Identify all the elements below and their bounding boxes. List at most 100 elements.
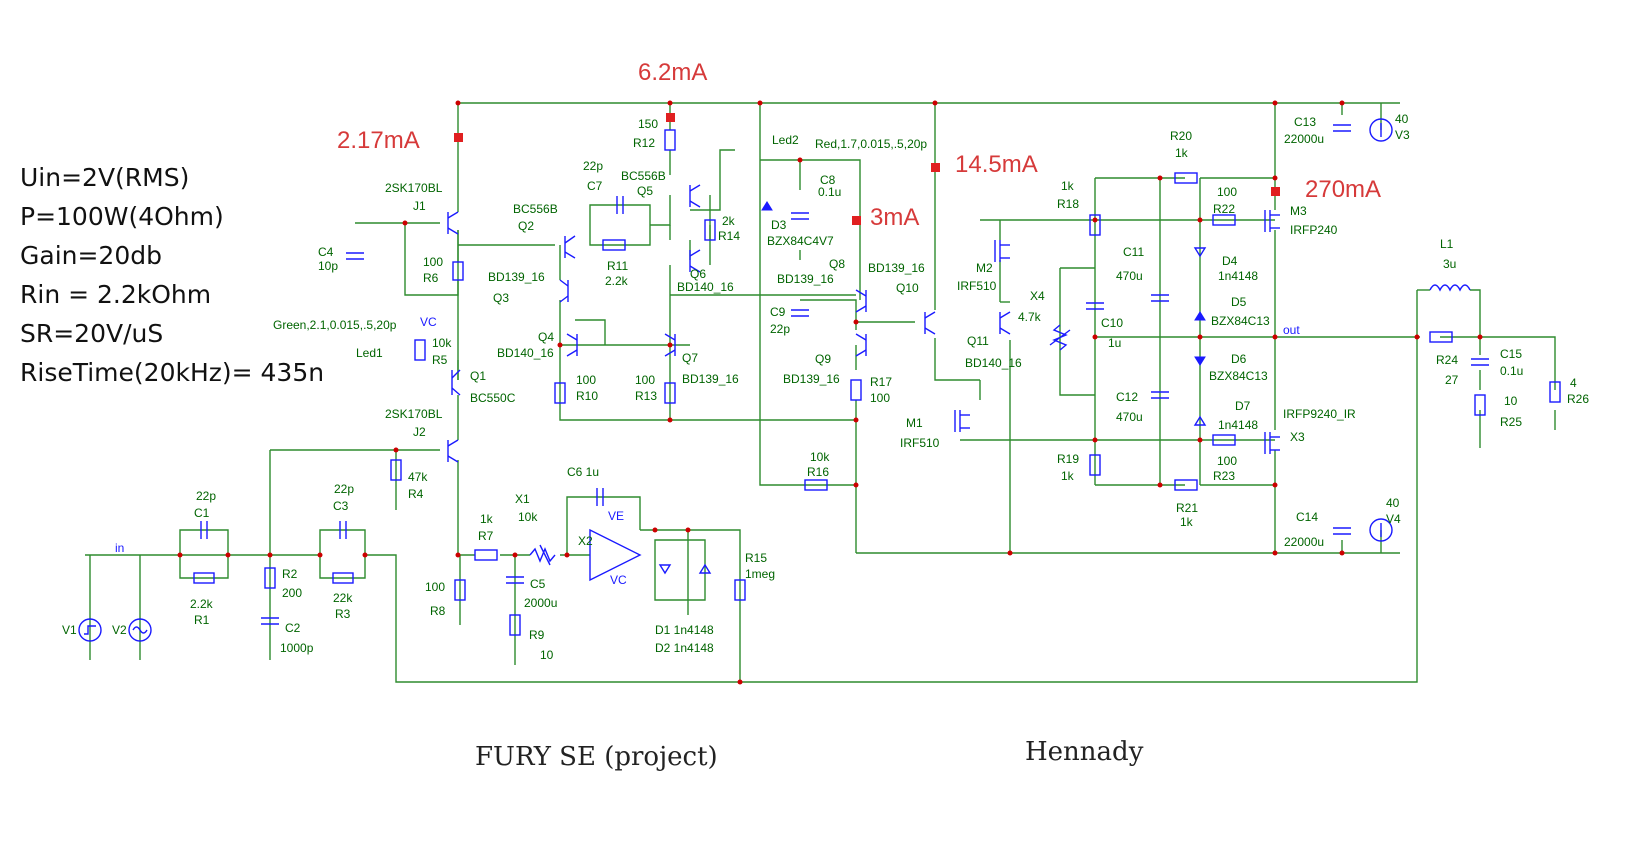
zener-d3 xyxy=(761,201,773,211)
resistor-r9 xyxy=(509,614,521,636)
resistor-r7 xyxy=(474,549,498,561)
label-d3-type: BZX84C4V7 xyxy=(767,234,834,248)
resistor-r26 xyxy=(1549,381,1561,403)
spec-line: Gain=20db xyxy=(20,241,162,270)
capacitor-c8 xyxy=(791,212,809,220)
label-d7: D7 xyxy=(1235,399,1251,413)
label-m1-type: IRF510 xyxy=(900,436,940,450)
resistor-r21 xyxy=(1174,479,1198,491)
source-v3 xyxy=(1369,118,1393,142)
resistor-r18 xyxy=(1089,214,1101,236)
spec-line: RiseTime(20kHz)= 435n xyxy=(20,358,324,387)
label-q7-type: BD139_16 xyxy=(682,372,739,386)
label-r16: R16 xyxy=(807,465,829,479)
resistor-r5 xyxy=(414,339,426,361)
transistor-q9 xyxy=(855,333,867,357)
resistor-r10 xyxy=(554,382,566,404)
label-r24: R24 xyxy=(1436,353,1458,367)
label-m3-type: IRFP240 xyxy=(1290,223,1338,237)
label-r4-value: 47k xyxy=(408,470,428,484)
resistor-r14 xyxy=(704,219,716,241)
label-r2-value: 200 xyxy=(282,586,302,600)
label-c1-value: 22p xyxy=(196,489,216,503)
net-labels: VC VE VC in out xyxy=(115,315,1300,587)
label-r23-value: 100 xyxy=(1217,454,1237,468)
label-d5: D5 xyxy=(1231,295,1247,309)
spec-line: SR=20V/uS xyxy=(20,319,163,348)
opamp-x2 xyxy=(589,528,642,582)
spec-line: Uin=2V(RMS) xyxy=(20,163,189,192)
label-m1: M1 xyxy=(906,416,923,430)
label-r22-value: 100 xyxy=(1217,185,1237,199)
current-labels: 2.17mA 6.2mA 3mA 14.5mA 270mA xyxy=(337,59,1381,231)
resistor-r17 xyxy=(850,379,862,401)
net-label-in: in xyxy=(115,541,124,555)
transistor-q2 xyxy=(564,235,576,259)
transistor-j1 xyxy=(447,211,459,235)
label-v1: V1 xyxy=(62,623,77,637)
label-x1: X1 xyxy=(515,492,530,506)
source-v2 xyxy=(128,618,152,642)
label-led-green: Green,2.1,0.015,.5,20p xyxy=(273,318,397,332)
label-r12-value: 150 xyxy=(638,117,658,131)
label-r8: R8 xyxy=(430,604,446,618)
capacitor-c10 xyxy=(1086,302,1104,310)
capacitor-c13 xyxy=(1333,124,1351,132)
label-r14: R14 xyxy=(718,229,740,243)
label-c1: C1 xyxy=(194,506,210,520)
resistor-r25 xyxy=(1474,394,1486,416)
label-r14-value: 2k xyxy=(722,214,736,228)
label-r1: R1 xyxy=(194,613,210,627)
label-q8: Q8 xyxy=(829,257,845,271)
label-j2: J2 xyxy=(413,425,426,439)
label-c3: C3 xyxy=(333,499,349,513)
capacitor-c1 xyxy=(200,521,208,539)
source-v4 xyxy=(1369,518,1393,542)
transistor-q7 xyxy=(664,333,676,357)
zener-d6 xyxy=(1194,356,1206,366)
label-q3-type: BD139_16 xyxy=(488,270,545,284)
label-q8-type: BD139_16 xyxy=(777,272,834,286)
label-r2: R2 xyxy=(282,567,298,581)
zener-d5 xyxy=(1194,311,1206,321)
label-r25: R25 xyxy=(1500,415,1522,429)
label-d3: D3 xyxy=(771,218,787,232)
current-label: 6.2mA xyxy=(638,59,707,86)
capacitor-c9 xyxy=(791,309,809,317)
label-m2-type: IRF510 xyxy=(957,279,997,293)
label-v3-value: 40 xyxy=(1395,112,1409,126)
current-marker-1 xyxy=(454,133,463,142)
label-c12: C12 xyxy=(1116,390,1138,404)
net-label-vc: VC xyxy=(420,315,437,329)
label-r15: R15 xyxy=(745,551,767,565)
resistor-r20 xyxy=(1174,172,1198,184)
label-c8: C8 xyxy=(820,173,836,187)
capacitor-c3 xyxy=(339,521,347,539)
label-r20-value: 1k xyxy=(1175,146,1189,160)
label-r1-value: 2.2k xyxy=(190,597,214,611)
capacitor-c7 xyxy=(616,196,624,214)
label-v3: V3 xyxy=(1395,128,1410,142)
label-r17: R17 xyxy=(870,375,892,389)
label-r3-value: 22k xyxy=(333,591,353,605)
label-d4-type: 1n4148 xyxy=(1218,269,1258,283)
label-c2: C2 xyxy=(285,621,301,635)
potentiometer-x1 xyxy=(529,544,556,566)
spec-block: Uin=2V(RMS) P=100W(4Ohm) Gain=20db Rin =… xyxy=(20,163,324,387)
capacitor-c14 xyxy=(1333,527,1351,535)
label-r9-value: 10 xyxy=(540,648,554,662)
label-r6-value: 100 xyxy=(423,255,443,269)
label-r11: R11 xyxy=(607,259,628,273)
resistor-r4 xyxy=(390,459,402,481)
mosfet-m2 xyxy=(994,240,1010,262)
label-led-red: Red,1.7,0.015,.5,20p xyxy=(815,137,927,151)
label-r17-value: 100 xyxy=(870,391,890,405)
label-r18: R18 xyxy=(1057,197,1079,211)
net-label-out: out xyxy=(1283,323,1300,337)
label-c4: C4 xyxy=(318,245,334,259)
label-q2: Q2 xyxy=(518,219,534,233)
capacitor-c5 xyxy=(506,576,524,584)
resistor-r8 xyxy=(454,579,466,601)
label-l1: L1 xyxy=(1440,237,1454,251)
component-labels: 2SK170BL J1 C4 10p 100 R6 Green,2.1,0.01… xyxy=(62,112,1589,662)
